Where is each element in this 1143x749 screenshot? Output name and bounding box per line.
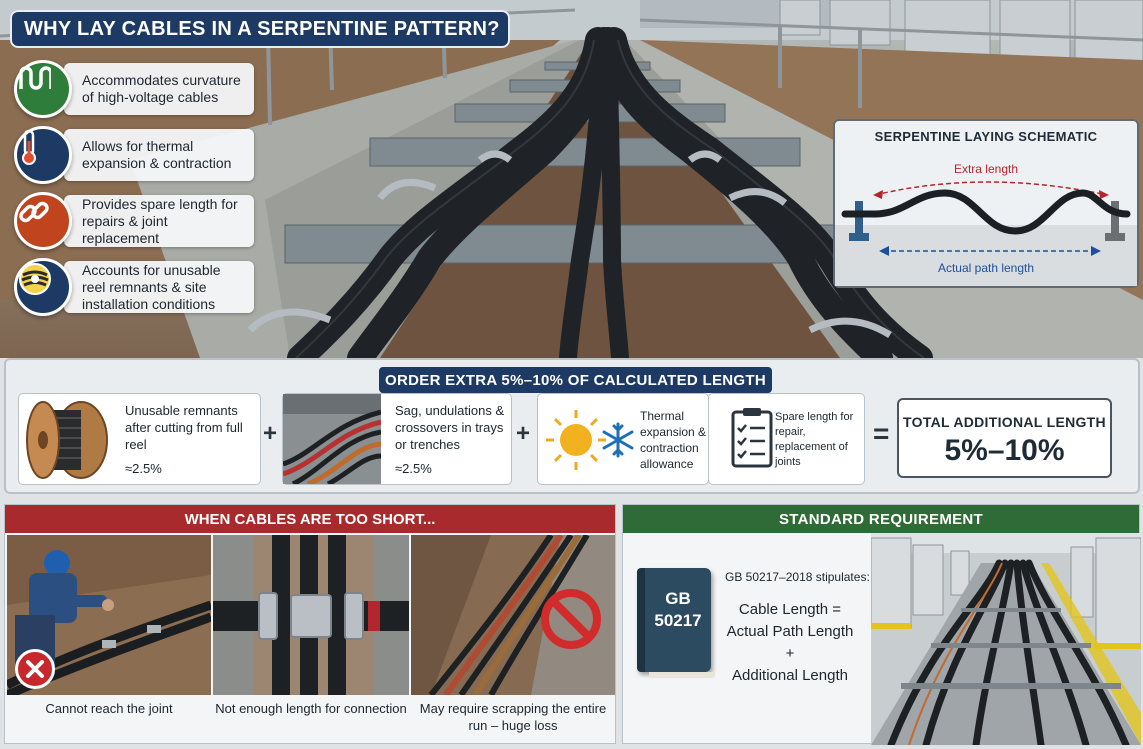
benefit-reel-remnants: Accounts for unusable reel remnants & si… (14, 258, 264, 316)
plus-sign: + (516, 420, 531, 447)
photo-cable-gallery (871, 533, 1141, 745)
caption-cannot-reach: Cannot reach the joint (45, 701, 173, 716)
prohibited-icon (539, 587, 603, 651)
page-title: WHY LAY CABLES IN A SERPENTINE PATTERN? (10, 10, 510, 48)
factor-value: ≈2.5% (395, 461, 432, 476)
schematic-title: SERPENTINE LAYING SCHEMATIC (874, 129, 1098, 144)
caption-scrapping: May require scrapping the entire run – h… (419, 701, 607, 733)
total-additional-box: TOTAL ADDITIONAL LENGTH 5%–10% (897, 398, 1112, 478)
total-value: 5%–10% (944, 434, 1065, 467)
factor-card-spare: Spare length for repair, replacement of … (708, 393, 865, 485)
cable-tray-icon (283, 394, 381, 484)
factor-text: Spare length for repair, replacement of … (775, 411, 854, 468)
benefit-curvature: Accommodates curvature of high-voltage c… (14, 60, 264, 118)
benefit-spare-length: Provides spare length for repairs & join… (14, 192, 264, 250)
standard-requirement-panel: STANDARD REQUIREMENT GB 50217 GB 50217–2… (622, 504, 1141, 745)
factor-text: Unusable remnants after cutting from ful… (125, 403, 243, 452)
photo-scrapped-run (411, 535, 615, 695)
extra-length-label: Extra length (953, 162, 1019, 176)
cable-reel-icon (14, 258, 72, 316)
standard-book-icon: GB 50217 (637, 568, 715, 678)
caption-not-enough: Not enough length for connection (215, 701, 407, 716)
factor-value: ≈2.5% (125, 461, 162, 476)
schematic-diagram (835, 181, 1137, 286)
benefit-text: Allows for thermal expansion & contracti… (64, 129, 254, 181)
total-label: TOTAL ADDITIONAL LENGTH (903, 414, 1106, 430)
thermometer-icon (14, 126, 72, 184)
benefit-text: Accounts for unusable reel remnants & si… (64, 261, 254, 313)
error-x-icon (15, 649, 55, 689)
standard-banner: STANDARD REQUIREMENT (623, 505, 1139, 533)
equals-sign: = (873, 418, 890, 449)
factor-card-thermal: Thermal expansion & contraction allowanc… (537, 393, 709, 485)
order-extra-banner: ORDER EXTRA 5%–10% OF CALCULATED LENGTH (379, 367, 772, 393)
too-short-panel: WHEN CABLES ARE TOO SHORT... Ca (4, 504, 616, 744)
formula-plus: + (785, 645, 795, 662)
plus-sign: + (263, 420, 278, 447)
chain-link-icon (14, 192, 72, 250)
order-extra-panel: ORDER EXTRA 5%–10% OF CALCULATED LENGTH … (4, 358, 1140, 494)
standard-intro: GB 50217–2018 stipulates: (725, 570, 870, 584)
actual-path-label: Actual path length (937, 261, 1035, 275)
benefit-text: Provides spare length for repairs & join… (64, 195, 254, 247)
too-short-banner: WHEN CABLES ARE TOO SHORT... (5, 505, 615, 533)
factor-text: Thermal expansion & contraction allowanc… (640, 409, 707, 471)
formula-line-3: Additional Length (732, 667, 848, 684)
book-line-1: GB (665, 589, 691, 608)
photo-joint-gap (213, 535, 409, 695)
factor-card-reel: Unusable remnants after cutting from ful… (18, 393, 261, 485)
wave-icon (14, 60, 72, 118)
formula-line-2: Actual Path Length (726, 623, 854, 640)
benefit-thermal: Allows for thermal expansion & contracti… (14, 126, 264, 184)
sun-snowflake-icon (546, 410, 634, 470)
photo-worker (7, 535, 211, 695)
book-line-2: 50217 (654, 611, 702, 630)
benefit-text: Accommodates curvature of high-voltage c… (64, 63, 254, 115)
checklist-icon (731, 408, 773, 468)
cable-length-formula: Cable Length = Actual Path Length + Addi… (719, 599, 861, 687)
factor-text: Sag, undulations & crossovers in trays o… (395, 403, 505, 452)
serpentine-schematic: SERPENTINE LAYING SCHEMATIC Extra le (833, 119, 1139, 288)
factor-card-sag: Sag, undulations & crossovers in trays o… (282, 393, 512, 485)
hero-trench-photo: WHY LAY CABLES IN A SERPENTINE PATTERN? … (0, 0, 1143, 358)
cable-reel-icon (26, 401, 108, 479)
formula-line-1: Cable Length = (738, 601, 842, 618)
